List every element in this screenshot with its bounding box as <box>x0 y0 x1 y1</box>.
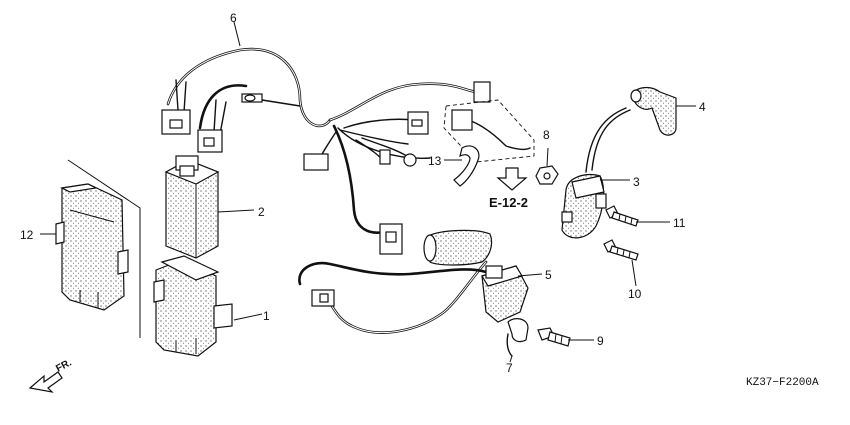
callout-1: 1 <box>263 309 270 323</box>
callout-10: 10 <box>628 287 642 301</box>
reference-outline <box>443 99 535 163</box>
diagram-code: KZ37−F2200A <box>746 377 819 389</box>
callout-13: 13 <box>428 154 442 168</box>
front-arrow-icon <box>28 371 63 393</box>
plug-cap-4 <box>630 86 677 136</box>
callouts: 1 2 3 4 5 6 7 8 9 10 11 12 13 <box>20 11 706 375</box>
nut-8 <box>535 165 559 185</box>
callout-4: 4 <box>699 100 706 114</box>
condenser-5 <box>298 229 529 334</box>
cdi-unit-2 <box>164 155 220 259</box>
bolt-9 <box>537 327 571 347</box>
rubber-case-1 <box>153 255 233 357</box>
callout-9: 9 <box>597 334 604 348</box>
clamp-7 <box>506 318 529 357</box>
bolt-11 <box>605 205 639 227</box>
front-label: FR. <box>54 357 74 374</box>
callout-11: 11 <box>673 216 686 230</box>
ignition-coil-3 <box>561 107 631 239</box>
callout-6: 6 <box>230 11 237 25</box>
panel-frame <box>67 159 141 338</box>
callout-3: 3 <box>633 175 640 189</box>
down-arrow-icon <box>496 167 528 191</box>
callout-7: 7 <box>506 361 513 375</box>
band-13 <box>453 145 480 187</box>
leader-lines <box>40 21 696 363</box>
callout-2: 2 <box>258 205 265 219</box>
bolt-10 <box>603 239 639 261</box>
wire-harness-6 <box>161 47 491 255</box>
callout-5: 5 <box>545 268 552 282</box>
reference-label: E-12-2 <box>489 195 528 210</box>
rubber-case-12 <box>55 183 129 311</box>
callout-8: 8 <box>543 128 550 142</box>
callout-12: 12 <box>20 228 34 242</box>
